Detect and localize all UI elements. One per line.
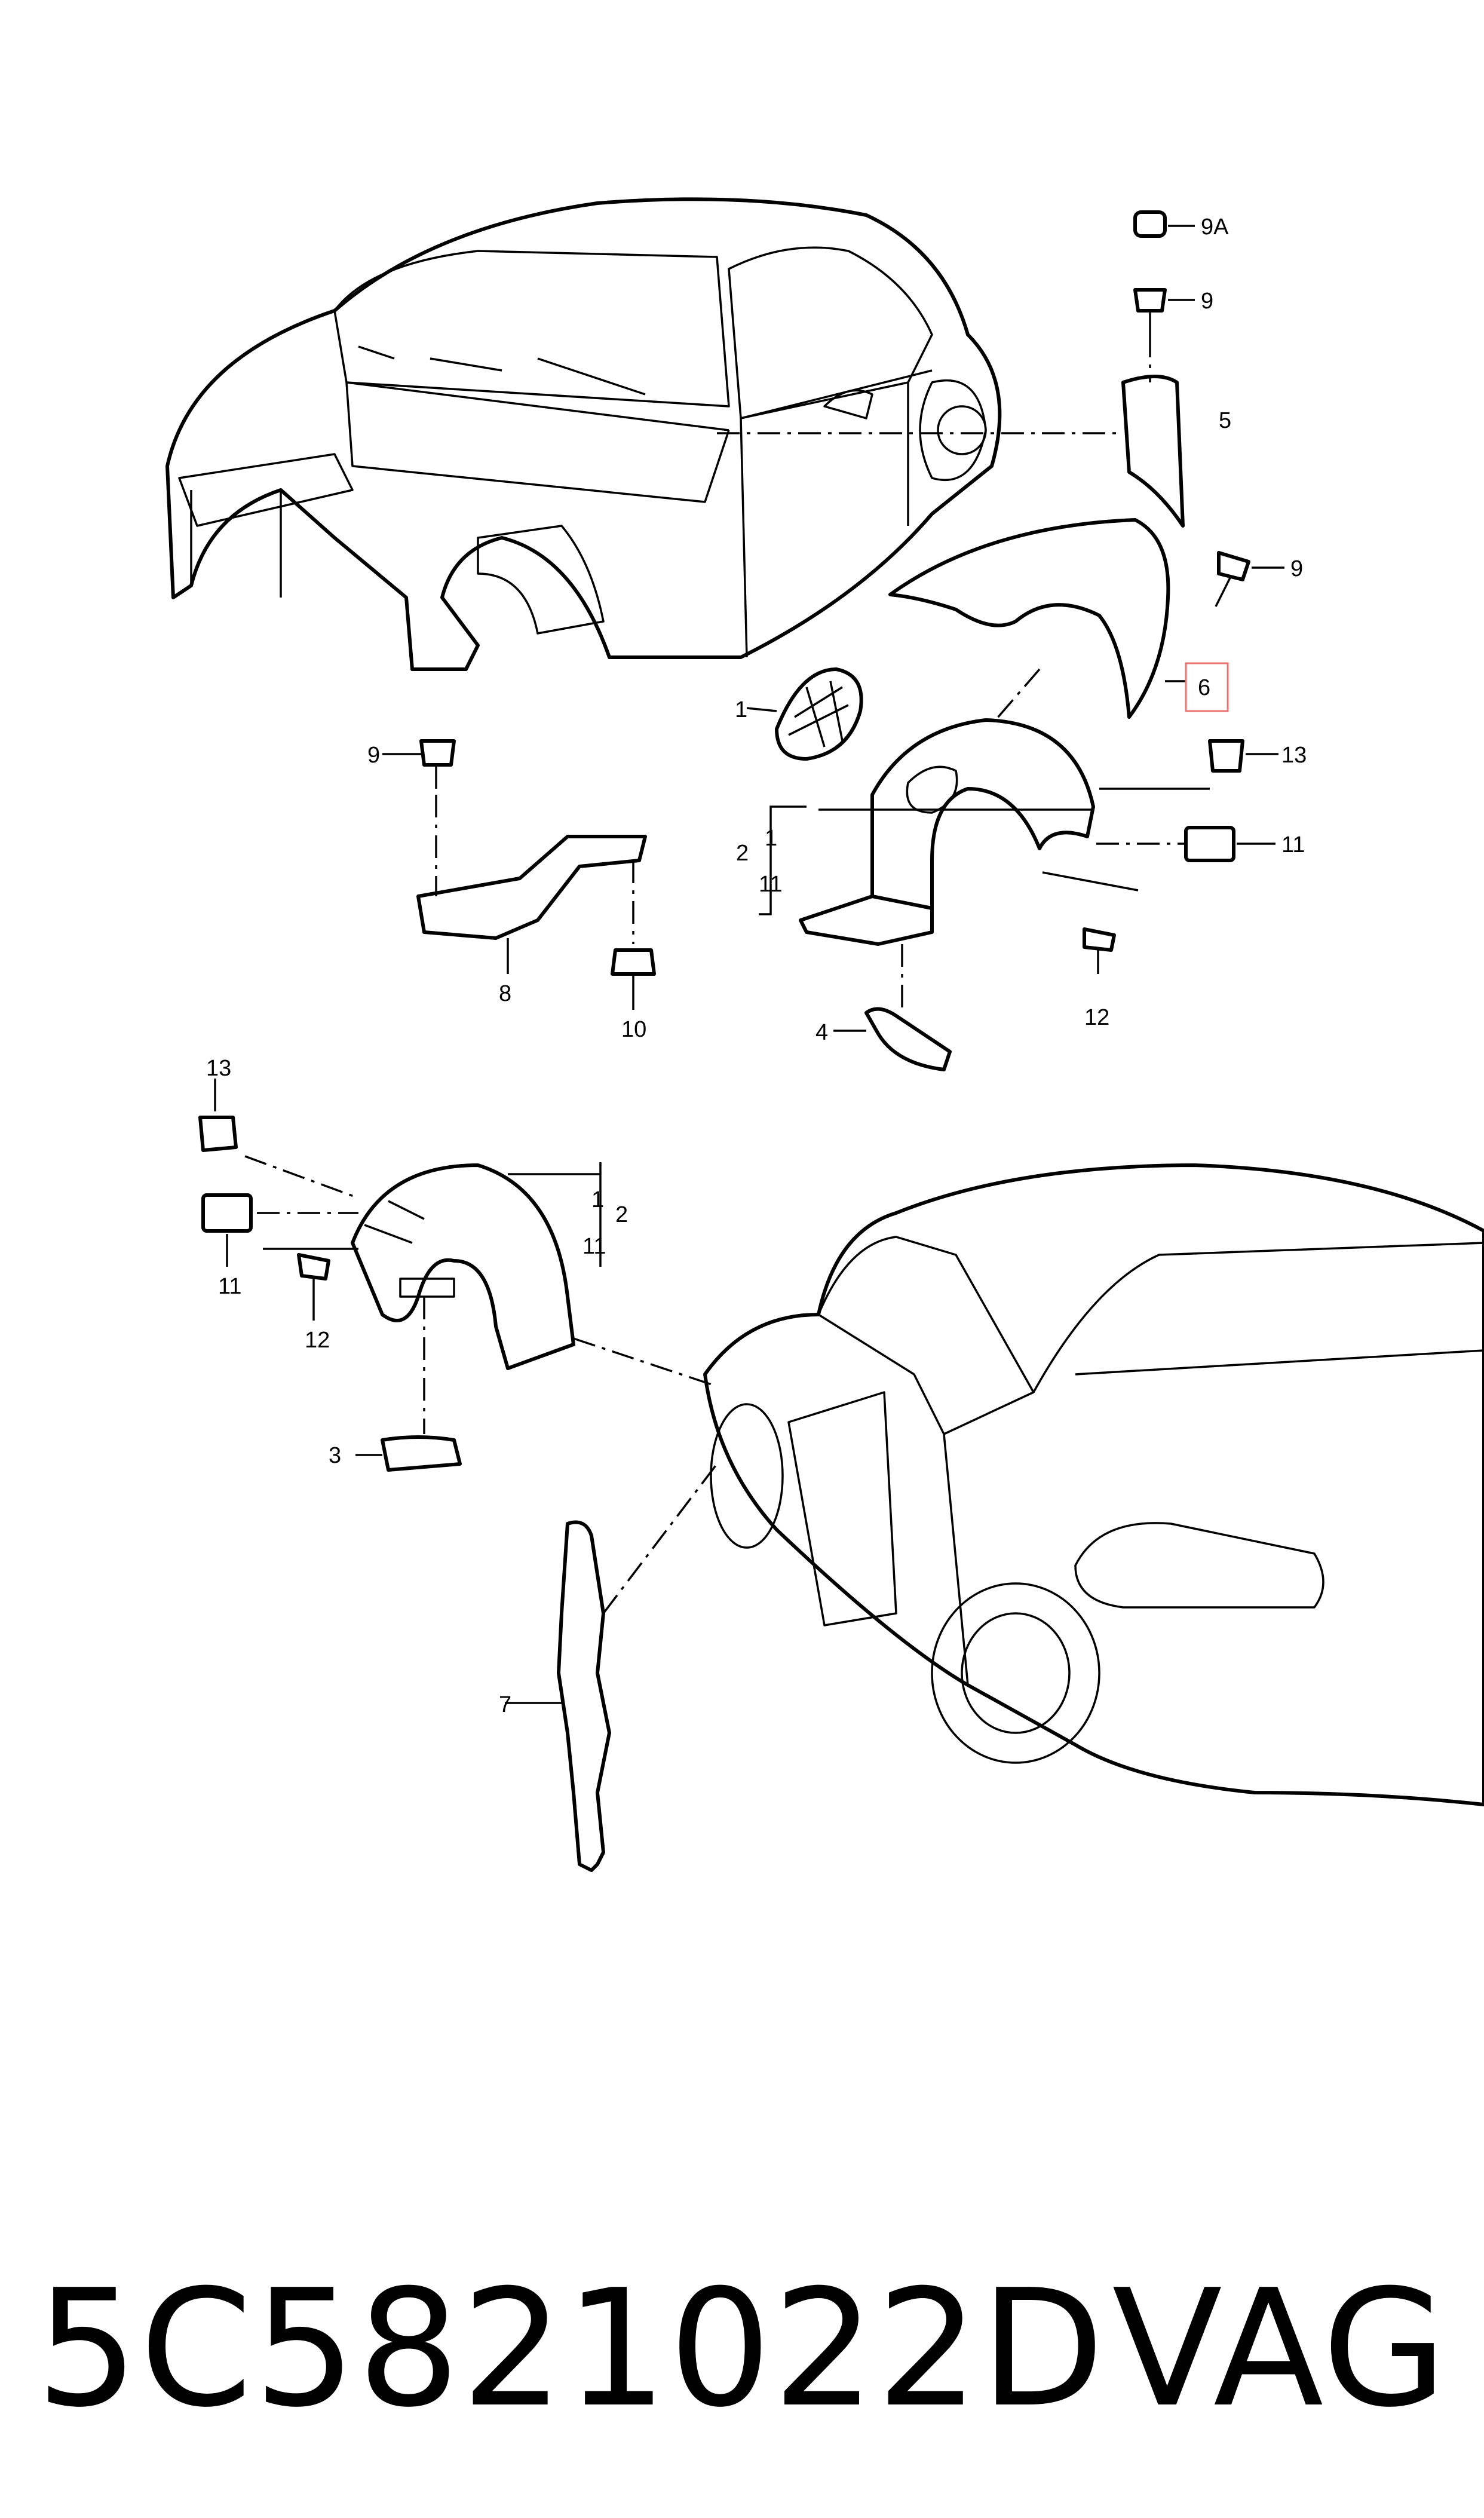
- part-1-grille: [746, 667, 863, 761]
- exploded-parts-diagram: 9A 9 5 9 6 13 11 12 1 2 1 11 4 9 8 10 13…: [165, 197, 1484, 1872]
- callout-11-upper: 11: [1281, 832, 1305, 857]
- callout-11-upper-sub: 11: [759, 872, 782, 897]
- part-number: 5C5821022D: [36, 2254, 1106, 2443]
- bolt-9-top-icon: [1133, 288, 1195, 335]
- callout-11-lower-sub: 11: [582, 1234, 606, 1259]
- nut-10-icon: [611, 948, 656, 1010]
- footer: 5C5821022D VAG: [36, 2247, 1448, 2450]
- part-5-panel: [717, 335, 1185, 528]
- callout-2-lower: 2: [615, 1202, 628, 1227]
- screw-12-lower-icon: [263, 1248, 358, 1321]
- callout-3: 3: [329, 1443, 341, 1468]
- callout-4: 4: [815, 1020, 828, 1045]
- nut-9a-icon: [1133, 210, 1195, 238]
- nut-11-lower-icon: [201, 1193, 358, 1267]
- car-rear-view: [573, 1163, 1484, 1806]
- part-6-fender: [888, 518, 1186, 760]
- callout-2-upper: 2: [736, 841, 749, 866]
- callout-9-fender: 9: [1290, 556, 1303, 581]
- clip-13-upper-icon: [1099, 739, 1278, 790]
- nut-11-upper-icon: [1096, 826, 1275, 862]
- callout-labels: 9A 9 5 9 6 13 11 12 1 2 1 11 4 9 8 10 13…: [206, 215, 1307, 1717]
- callout-6: 6: [1198, 675, 1210, 700]
- part-2-wheel-housing: [759, 718, 1095, 946]
- callout-13-upper: 13: [1281, 743, 1307, 768]
- callout-9-left: 9: [367, 743, 380, 768]
- clip-13-lower-icon: [198, 1079, 359, 1199]
- callout-6-highlight: [1185, 662, 1229, 712]
- part-3-insert: [355, 1297, 462, 1472]
- callout-12-lower: 12: [305, 1328, 330, 1353]
- callout-12-upper: 12: [1084, 1005, 1109, 1030]
- car-body-shell: [165, 197, 1002, 671]
- callout-1-lower-sub: 1: [591, 1187, 604, 1212]
- callout-1-upper-sub: 1: [765, 826, 777, 851]
- bolt-9-left-icon: [382, 739, 456, 789]
- bolt-9-fender-icon: [1215, 551, 1284, 607]
- part-7-seal: [505, 1463, 718, 1872]
- brand-label: VAG: [1112, 2254, 1448, 2443]
- callout-10: 10: [621, 1017, 646, 1042]
- callout-1: 1: [735, 697, 747, 722]
- callout-9-top: 9: [1201, 289, 1213, 314]
- part-4-clip: [833, 944, 952, 1071]
- part-8-bracket: [416, 795, 647, 974]
- callout-13-lower: 13: [206, 1056, 231, 1081]
- callout-5: 5: [1219, 408, 1231, 433]
- callout-9a: 9A: [1201, 215, 1229, 240]
- callout-8: 8: [499, 981, 511, 1006]
- screw-12-upper-icon: [1042, 871, 1139, 974]
- callout-7: 7: [499, 1692, 511, 1717]
- part-2-wheel-housing-lower: [351, 1162, 602, 1370]
- callout-11-lower: 11: [218, 1274, 241, 1299]
